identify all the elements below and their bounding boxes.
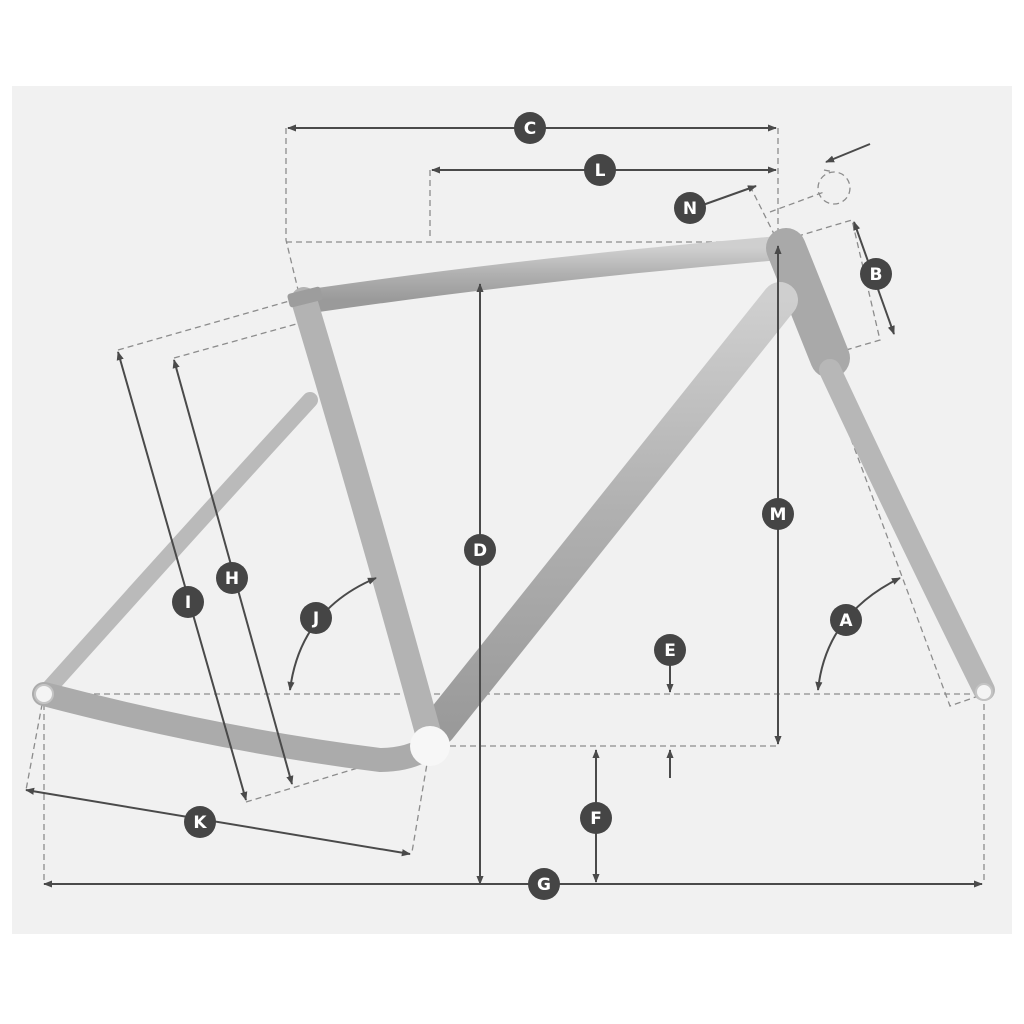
svg-text:F: F [590, 809, 602, 829]
svg-text:B: B [870, 265, 883, 285]
marker-g: G [528, 868, 560, 900]
marker-i: I [172, 586, 204, 618]
marker-j: J [300, 602, 332, 634]
svg-text:L: L [595, 161, 606, 181]
marker-m: M [762, 498, 794, 530]
svg-text:G: G [537, 875, 551, 895]
marker-c: C [514, 112, 546, 144]
dimension-lines [25, 124, 983, 888]
svg-text:E: E [664, 641, 676, 661]
marker-d: D [464, 534, 496, 566]
bike-frame [32, 228, 995, 772]
svg-text:K: K [193, 813, 207, 833]
svg-text:D: D [473, 541, 487, 561]
marker-n: N [674, 192, 706, 224]
marker-h: H [216, 562, 248, 594]
marker-e: E [654, 634, 686, 666]
svg-text:I: I [185, 593, 191, 613]
marker-k: K [184, 806, 216, 838]
marker-f: F [580, 802, 612, 834]
svg-text:N: N [683, 199, 697, 219]
svg-text:A: A [839, 611, 853, 631]
svg-text:J: J [312, 609, 319, 629]
marker-a: A [830, 604, 862, 636]
construction-lines [25, 128, 986, 884]
marker-b: B [860, 258, 892, 290]
svg-text:C: C [524, 119, 536, 139]
svg-text:H: H [225, 569, 239, 589]
svg-text:M: M [770, 505, 787, 525]
marker-l: L [584, 154, 616, 186]
